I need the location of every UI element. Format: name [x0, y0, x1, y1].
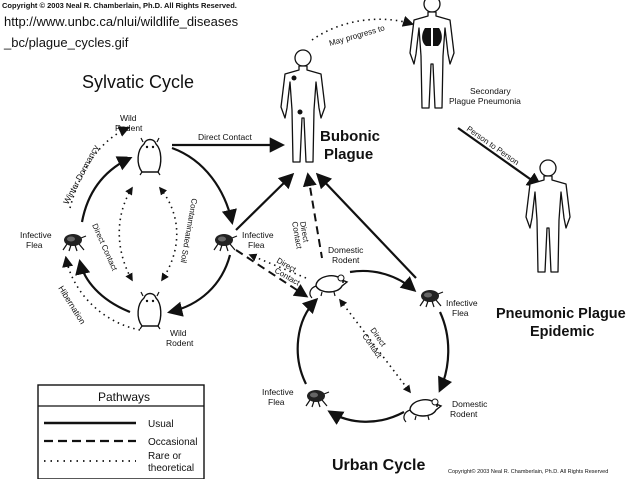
sylvatic-flea-left-label-1: Infective: [20, 230, 52, 240]
winter-dormancy-label: Winter Dormancy: [61, 143, 101, 206]
urban-flea-right-label-1: Infective: [446, 298, 478, 308]
wild-rodent-bottom-label-1: Wild: [170, 328, 187, 338]
sylvatic-arc-top-right: [171, 146, 237, 226]
secondary-label-1: Secondary: [470, 86, 511, 96]
contaminated-soil-path: [158, 186, 178, 282]
legend-usual-label: Usual: [148, 419, 174, 430]
bubonic-title-line2: Plague: [324, 146, 373, 163]
person-to-person-label: Person to Person: [465, 124, 521, 167]
urban-cycle: [296, 269, 453, 425]
wild-rodent-bottom-icon: [137, 291, 162, 330]
infective-flea-left-icon: [62, 233, 87, 252]
urban-flea-left-icon: [305, 389, 330, 408]
pneumonic-person-icon: [525, 159, 571, 273]
secondary-label-2: Plague Pneumonia: [449, 96, 521, 106]
pathways-legend: Pathways Usual Occasional Rare or theore…: [37, 384, 205, 479]
legend-rare-label-2: theoretical: [148, 463, 194, 474]
domestic-rodent-bottom-label-2: Rodent: [450, 409, 478, 419]
bubonic-person-icon: [280, 49, 326, 163]
direct-contact-top-label: Direct Contact: [198, 132, 252, 142]
legend-rare-label-1: Rare or: [148, 451, 182, 462]
bubo-mark-1: [291, 75, 297, 81]
bubonic-domestic-direct-contact: [302, 172, 323, 259]
lungs-icon: [422, 28, 442, 46]
urban-arc-right: [438, 311, 453, 393]
bubo-mark-2: [297, 109, 303, 115]
sylvatic-direct-contact-label: Direct Contact: [90, 222, 119, 273]
legend-occasional-label: Occasional: [148, 437, 197, 448]
domestic-rodent-bottom-label-1: Domestic: [452, 399, 488, 409]
urban-cycle-title: Urban Cycle: [332, 457, 425, 474]
sylvatic-arc-bottom-right: [167, 254, 232, 317]
winter-dormancy-arc: [69, 126, 131, 209]
domestic-to-flea-dotted: [248, 253, 307, 279]
urban-flea-right-icon: [419, 289, 444, 308]
domestic-rodent-top-icon: [309, 274, 348, 299]
sylvatic-direct-contact-path: [118, 186, 133, 282]
sylvatic-cycle-title: Sylvatic Cycle: [82, 72, 194, 92]
flea-to-bubonic-arrow: [235, 172, 295, 231]
domestic-rodent-top-label-1: Domestic: [328, 245, 364, 255]
domestic-rodent-bottom-icon: [403, 398, 442, 423]
sylvatic-to-urban-dashed-arrow: [235, 249, 309, 298]
legend-box: [37, 384, 205, 479]
hibernation-label: Hibernation: [56, 284, 88, 326]
bubonic-title-line1: Bubonic: [320, 128, 380, 145]
domestic-rodent-top-label-2: Rodent: [332, 255, 360, 265]
sylvatic-arc-top-left: [80, 156, 133, 223]
pneumonic-title-line1: Pneumonic Plague: [496, 306, 626, 322]
source-url-line1: http://www.unbc.ca/nlui/wildlife_disease…: [4, 14, 239, 29]
wild-rodent-top-label-2: Rodent: [115, 123, 143, 133]
sylvatic-flea-right-label-2: Flea: [248, 240, 265, 250]
copyright-top: Copyright © 2003 Neal R. Chamberlain, Ph…: [2, 1, 237, 10]
source-url-line2: _bc/plague_cycles.gif: [3, 35, 129, 50]
wild-rodent-top-label-1: Wild: [120, 113, 137, 123]
infective-flea-right-icon: [213, 233, 238, 252]
sylvatic-flea-left-label-2: Flea: [26, 240, 43, 250]
secondary-pneumonia-person-icon: [409, 0, 455, 109]
urban-arc-top-right: [349, 269, 417, 293]
sylvatic-cycle: [62, 126, 237, 331]
urban-flea-left-label-1: Infective: [262, 387, 294, 397]
urban-flea-left-label-2: Flea: [268, 397, 285, 407]
wild-rodent-top-icon: [137, 137, 162, 176]
urban-flea-right-label-2: Flea: [452, 308, 469, 318]
wild-rodent-bottom-label-2: Rodent: [166, 338, 194, 348]
urban-arc-left: [296, 297, 319, 385]
copyright-bottom: Copyright© 2003 Neal R. Chamberlain, Ph.…: [448, 468, 608, 475]
may-progress-arrow: [311, 15, 415, 41]
sylvatic-flea-right-label-1: Infective: [242, 230, 274, 240]
legend-title: Pathways: [98, 390, 150, 404]
bubonic-direct-contact-label-1: Direct: [298, 221, 311, 244]
pneumonic-title-line2: Epidemic: [530, 324, 594, 340]
sylvatic-arc-bottom-left: [75, 258, 131, 314]
urban-arc-bottom: [327, 410, 405, 425]
bubonic-to-urban-flea-arrow: [315, 172, 417, 279]
contaminated-soil-label: Contaminated Soil: [179, 198, 199, 264]
person-to-person-arrow: [457, 127, 543, 188]
